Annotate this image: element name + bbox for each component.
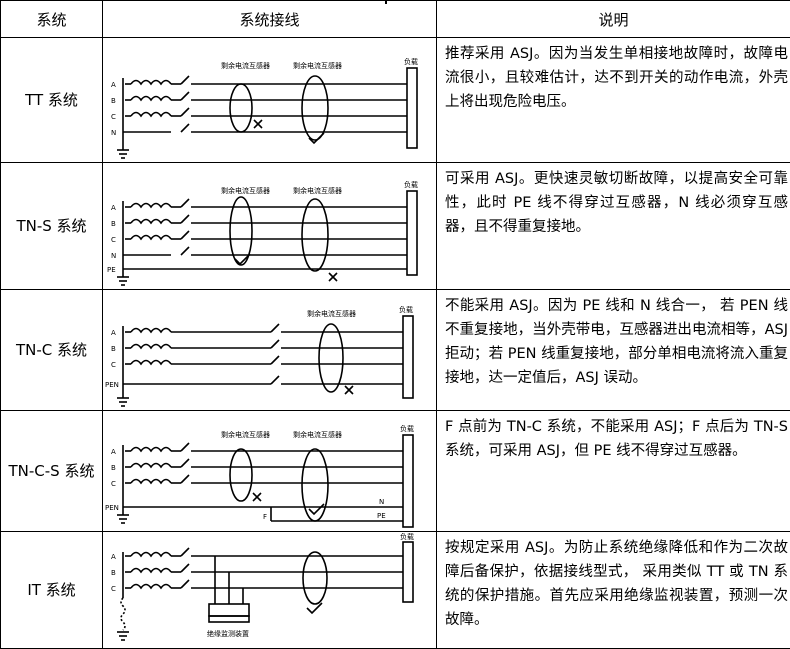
load-label: 负载 <box>400 424 414 433</box>
tn-c-wiring-diagram: A B C PEN 剩余电流互感器 负载 <box>103 290 437 410</box>
phase-label-b: B <box>111 464 116 472</box>
pe-label: PE <box>107 266 116 274</box>
phase-label-c: C <box>111 480 116 488</box>
system-description: 可采用 ASJ。更快速灵敏切断故障，以提高安全可靠性，此时 PE 线不得穿过互感… <box>437 163 790 290</box>
phase-label-c: C <box>111 585 116 593</box>
phase-label-a: A <box>111 329 116 337</box>
system-name: TN-S 系统 <box>1 163 103 290</box>
system-description: F 点前为 TN-C 系统，不能采用 ASJ；F 点后为 TN-S 系统，可采用… <box>437 411 790 532</box>
rcd-label: 剩余电流互感器 <box>293 186 342 195</box>
table-header-row: 系统 系统接线 说明 <box>1 1 790 38</box>
insulation-monitor-label: 绝缘监测装置 <box>207 629 249 638</box>
pen-label: PEN <box>105 381 119 389</box>
it-wiring-diagram: A B C 绝缘监测装置 负载 <box>103 532 437 648</box>
header-system: 系统 <box>1 1 103 38</box>
phase-label-b: B <box>111 220 116 228</box>
pe-label: PE <box>377 512 386 520</box>
load-label: 负载 <box>404 57 418 66</box>
load-label: 负载 <box>399 305 413 314</box>
wiring-diagram-cell: A B C PEN F N PE 剩余电流互感器 剩余电流互感器 负载 <box>103 411 437 532</box>
phase-label-a: A <box>111 81 116 89</box>
system-name: TT 系统 <box>1 38 103 163</box>
rcd-label: 剩余电流互感器 <box>293 61 342 70</box>
neutral-label: N <box>379 498 384 506</box>
rcd-label: 剩余电流互感器 <box>293 430 342 439</box>
rcd-label: 剩余电流互感器 <box>221 186 270 195</box>
system-name: TN-C 系统 <box>1 290 103 411</box>
header-description: 说明 <box>437 1 790 38</box>
wiring-diagram-cell: A B C N 剩余电流互感器 剩余电流互感器 负载 <box>103 38 437 163</box>
phase-label-c: C <box>111 361 116 369</box>
phase-label-a: A <box>111 204 116 212</box>
load-label: 负载 <box>404 180 418 189</box>
phase-label-c: C <box>111 236 116 244</box>
phase-label-c: C <box>111 113 116 121</box>
system-name: IT 系统 <box>1 532 103 649</box>
neutral-label: N <box>111 252 116 260</box>
table-row: TN-S 系统 <box>1 163 790 290</box>
tn-c-s-wiring-diagram: A B C PEN F N PE 剩余电流互感器 剩余电流互感器 负载 <box>103 411 437 531</box>
phase-label-b: B <box>111 345 116 353</box>
neutral-label: N <box>111 129 116 137</box>
phase-label-b: B <box>111 569 116 577</box>
wiring-diagram-cell: A B C N PE 剩余电流互感器 剩余电流互感器 负载 <box>103 163 437 290</box>
system-description: 不能采用 ASJ。因为 PE 线和 N 线合一， 若 PEN 线不重复接地，当外… <box>437 290 790 411</box>
tn-s-wiring-diagram: A B C N PE 剩余电流互感器 剩余电流互感器 负载 <box>103 163 437 289</box>
table-row: TN-C-S 系统 <box>1 411 790 532</box>
table-row: TT 系统 <box>1 38 790 163</box>
table-row: IT 系统 <box>1 532 790 649</box>
tt-wiring-diagram: A B C N 剩余电流互感器 剩余电流互感器 负载 <box>103 38 437 162</box>
system-description: 推荐采用 ASJ。因为当发生单相接地故障时，故障电流很小，且较难估计，达不到开关… <box>437 38 790 163</box>
wiring-diagram-cell: A B C 绝缘监测装置 负载 <box>103 532 437 649</box>
rcd-label: 剩余电流互感器 <box>221 61 270 70</box>
header-wiring: 系统接线 <box>103 1 437 38</box>
rcd-label: 剩余电流互感器 <box>307 309 356 318</box>
split-point-label: F <box>263 513 267 521</box>
system-description: 按规定采用 ASJ。为防止系统绝缘降低和作为二次故障后备保护，依据接线型式， 采… <box>437 532 790 649</box>
table-row: TN-C 系统 A <box>1 290 790 411</box>
phase-label-a: A <box>111 448 116 456</box>
phase-label-a: A <box>111 553 116 561</box>
system-name: TN-C-S 系统 <box>1 411 103 532</box>
pen-label: PEN <box>105 504 119 512</box>
wiring-diagram-cell: A B C PEN 剩余电流互感器 负载 <box>103 290 437 411</box>
rcd-label: 剩余电流互感器 <box>221 430 270 439</box>
phase-label-b: B <box>111 97 116 105</box>
load-label: 负载 <box>400 532 414 541</box>
